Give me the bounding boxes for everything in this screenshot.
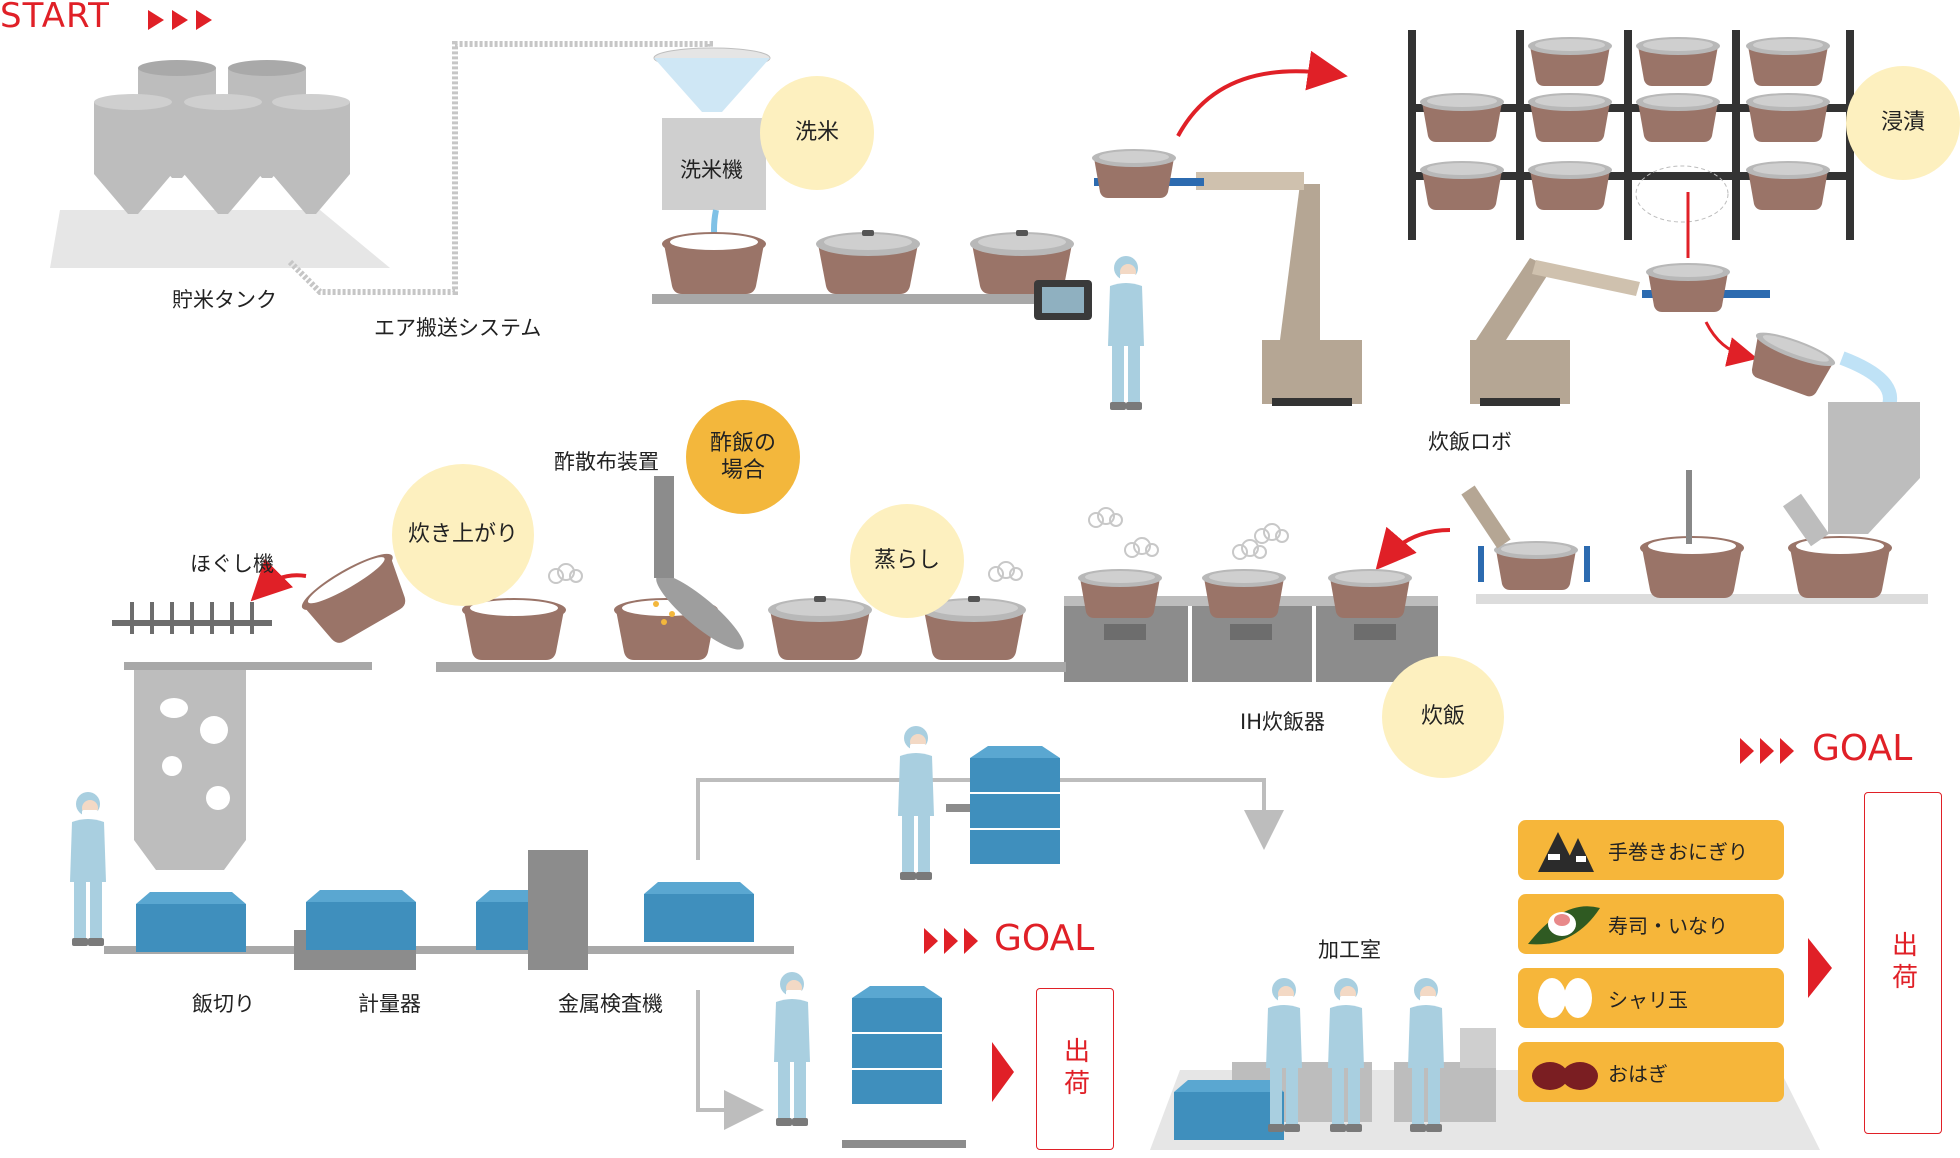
bubble-cooked-text: 炊き上がり (407, 522, 518, 548)
product-ohagi: おはぎ (1518, 1042, 1784, 1102)
ih-rice-cookers (1064, 569, 1438, 682)
bubble-vinegar-case-text: 酢飯の場合 (709, 430, 776, 484)
bubble-soak: 浸漬 (1846, 66, 1960, 180)
onigiri-icon (1538, 832, 1594, 872)
rice-washer (653, 47, 771, 249)
bubble-vinegar-case: 酢飯の場合 (686, 400, 800, 514)
bubble-wash: 洗米 (760, 76, 874, 190)
sushi-icon (1528, 906, 1600, 945)
goal-label-2: GOAL (1740, 728, 1912, 769)
goal-text-2: GOAL (1812, 728, 1913, 769)
product-label-shari: シャリ玉 (1608, 987, 1688, 1012)
label-ih: IH炊飯器 (1240, 710, 1325, 734)
bubble-cooked: 炊き上がり (392, 464, 534, 606)
conveyor-row-3 (104, 946, 794, 954)
robot-arm-2 (1470, 258, 1770, 406)
label-metal: 金属検査機 (558, 992, 663, 1016)
bubble-wash-text: 洗米 (794, 120, 839, 146)
ship-box-2: 出荷 (1864, 792, 1942, 1134)
rice-storage-tanks (50, 60, 390, 268)
product-onigiri: 手巻きおにぎり (1518, 820, 1784, 880)
arrow-to-rack (1176, 50, 1348, 137)
ship-box-1: 出荷 (1036, 988, 1114, 1150)
ship-text-1: 出荷 (1059, 1037, 1090, 1101)
goal-text-1: GOAL (994, 918, 1095, 959)
ship-text-2: 出荷 (1887, 931, 1918, 995)
conveyor-robot-stage (1476, 594, 1928, 604)
label-processing: 加工室 (1318, 938, 1381, 962)
product-sushi: 寿司・いなり (1518, 894, 1784, 954)
label-vinegar-device: 酢散布装置 (554, 450, 659, 474)
bubble-cook: 炊飯 (1382, 656, 1504, 778)
conveyor-row-1 (652, 294, 1072, 304)
label-tank: 貯米タンク (172, 288, 277, 312)
label-cut: 飯切り (192, 992, 255, 1016)
product-shari: シャリ玉 (1518, 968, 1784, 1028)
air-conveyor-pipe (287, 41, 713, 295)
bubble-soak-text: 浸漬 (1880, 110, 1925, 136)
bubble-cook-text: 炊飯 (1420, 704, 1465, 730)
goal-arrow-2 (1808, 938, 1832, 998)
bubble-steam: 蒸らし (850, 504, 964, 618)
conveyor-row-2 (436, 662, 1066, 672)
ohagi-icon (1532, 1062, 1598, 1090)
start-label: START (0, 0, 110, 36)
product-label-sushi: 寿司・いなり (1608, 913, 1728, 938)
metal-detector (528, 850, 588, 970)
bubble-steam-text: 蒸らし (873, 548, 940, 574)
robot-arm-1 (1092, 149, 1362, 406)
goal-arrow-1 (992, 1042, 1014, 1102)
product-label-onigiri: 手巻きおにぎり (1608, 839, 1748, 864)
vinegar-sprayer (653, 476, 675, 625)
label-robot: 炊飯ロボ (1428, 430, 1512, 454)
goal-label-1: GOAL (924, 918, 1094, 959)
label-scale: 計量器 (358, 992, 421, 1016)
product-label-ohagi: おはぎ (1608, 1061, 1668, 1086)
label-washer: 洗米機 (680, 158, 743, 182)
label-loosen: ほぐし機 (190, 552, 274, 576)
soaking-rack (1408, 30, 1854, 240)
flow-line-lower (696, 990, 764, 1130)
shari-ball-icon (1538, 978, 1592, 1018)
label-air-system: エア搬送システム (374, 316, 542, 340)
loosening-machine (112, 602, 372, 870)
